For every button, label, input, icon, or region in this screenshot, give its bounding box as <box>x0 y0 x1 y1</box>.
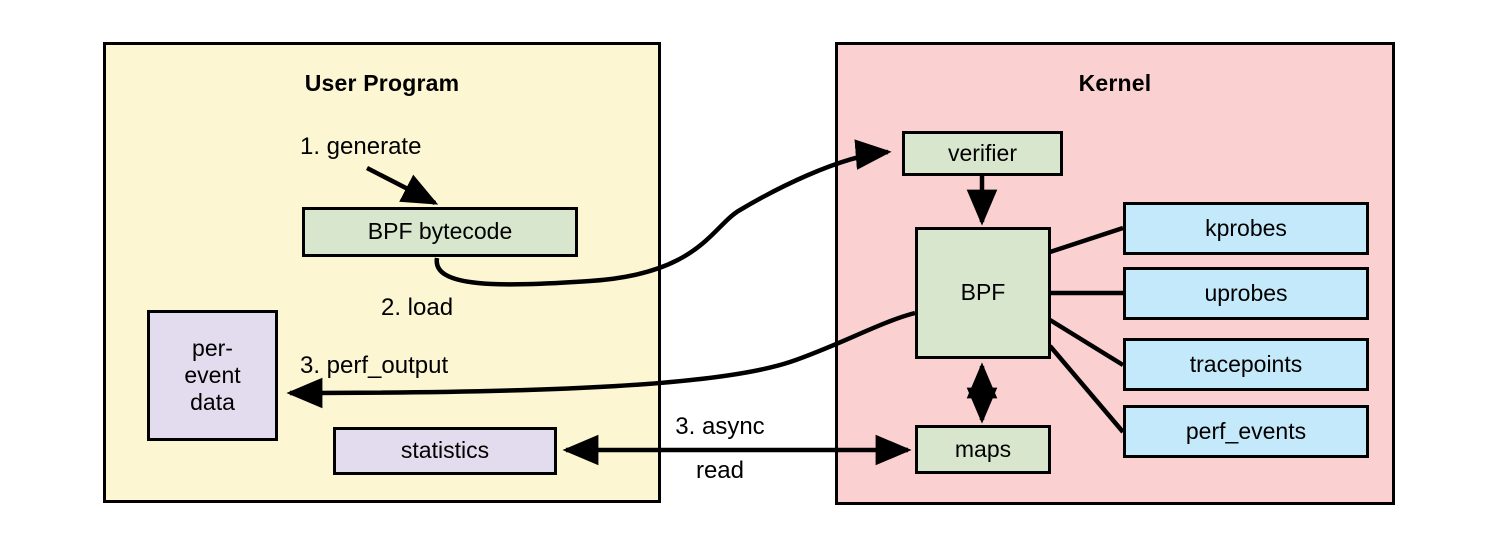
node-bpf-bytecode-label: BPF bytecode <box>367 218 513 245</box>
node-perf-events[interactable]: perf_events <box>1123 405 1369 458</box>
node-tracepoints[interactable]: tracepoints <box>1123 338 1369 391</box>
kernel-panel-title: Kernel <box>1078 70 1152 96</box>
node-statistics-label: statistics <box>400 437 490 464</box>
node-maps-label: maps <box>954 435 1012 462</box>
edge-label-perf-output: 3. perf_output <box>300 352 449 379</box>
node-bpf-bytecode[interactable]: BPF bytecode <box>302 207 578 257</box>
node-uprobes[interactable]: uprobes <box>1123 267 1369 320</box>
node-statistics[interactable]: statistics <box>333 427 557 475</box>
node-bpf[interactable]: BPF <box>915 227 1051 359</box>
user-program-panel-title: User Program <box>304 70 460 96</box>
node-per-event-data-line-2: event <box>184 361 241 388</box>
node-kprobes[interactable]: kprobes <box>1123 202 1369 255</box>
node-maps[interactable]: maps <box>915 425 1051 474</box>
node-bpf-label: BPF <box>960 279 1006 306</box>
edge-label-async-read-line-2: read <box>695 457 745 484</box>
node-kprobes-label: kprobes <box>1205 214 1287 241</box>
node-tracepoints-label: tracepoints <box>1189 350 1303 377</box>
edge-label-load: 2. load <box>381 294 454 321</box>
node-per-event-data[interactable]: per- event data <box>147 310 278 441</box>
node-per-event-data-line-1: per- <box>192 334 233 361</box>
node-per-event-data-line-3: data <box>190 389 235 416</box>
node-perf-events-label: perf_events <box>1185 417 1307 444</box>
node-uprobes-label: uprobes <box>1204 279 1288 306</box>
node-verifier[interactable]: verifier <box>902 131 1063 176</box>
node-verifier-label: verifier <box>947 139 1017 166</box>
edge-label-generate: 1. generate <box>300 133 422 160</box>
edge-label-async-read-line-1: 3. async <box>675 413 765 440</box>
